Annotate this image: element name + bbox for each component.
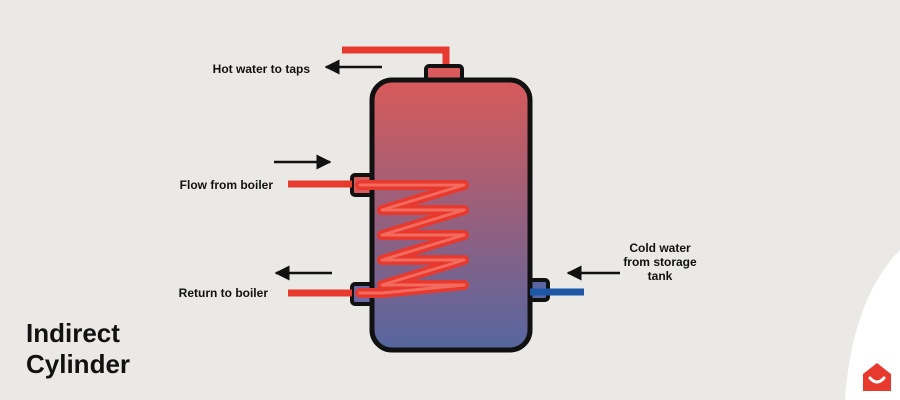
cold-water-label: Cold water from storage tank (604, 241, 716, 283)
hot-water-label: Hot water to taps (212, 62, 310, 76)
cold-water-label-line-2: from storage (623, 255, 697, 269)
heating-coil-highlight (358, 183, 466, 295)
return-label: Return to boiler (178, 286, 268, 300)
cold-water-label-line-3: tank (647, 269, 673, 283)
house-logo-icon (863, 363, 891, 391)
title-line-2: Cylinder (26, 349, 131, 379)
cold-water-label-line-1: Cold water (629, 241, 691, 255)
title-line-1: Indirect (26, 318, 120, 348)
page-title: Indirect Cylinder (26, 318, 130, 380)
flow-label: Flow from boiler (179, 178, 273, 192)
